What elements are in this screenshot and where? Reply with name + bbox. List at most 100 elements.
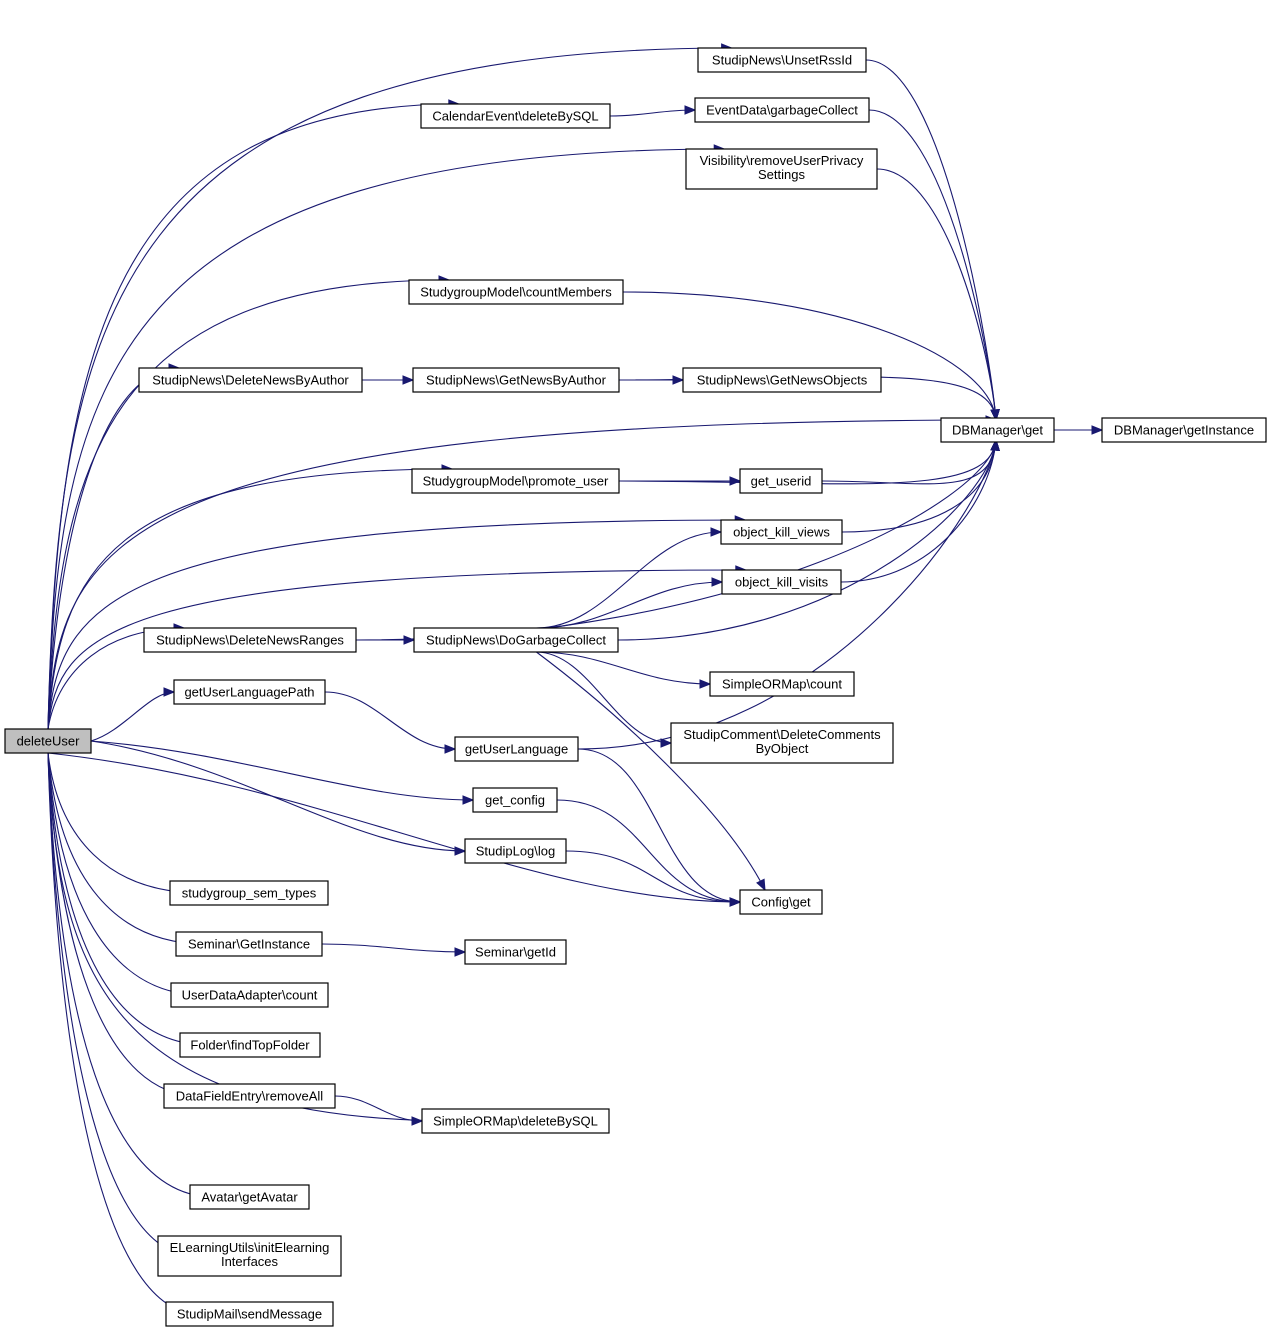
node-promote-user[interactable]: StudygroupModel\promote_user: [411, 468, 620, 494]
node-calendar-delete-by-sql[interactable]: CalendarEvent\deleteBySQL: [420, 103, 611, 129]
node-studip-mail-send[interactable]: StudipMail\sendMessage: [165, 1301, 334, 1327]
edge-delete-user-to-studip-mail-send: [47, 752, 201, 1319]
arrowhead-icon: [756, 878, 766, 892]
arrowhead-icon: [402, 375, 415, 385]
node-object-kill-views[interactable]: object_kill_views: [720, 519, 843, 545]
node-studygroup-sem-types[interactable]: studygroup_sem_types: [169, 880, 329, 906]
node-label: StudygroupModel\countMembers: [420, 285, 612, 300]
node-label: getUserLanguagePath: [184, 685, 314, 700]
node-delete-news-by-author[interactable]: StudipNews\DeleteNewsByAuthor: [138, 367, 363, 393]
edge-object-kill-visits-to-db-manager-get: [840, 438, 1000, 583]
edge-do-garbage-collect-to-config-get: [536, 651, 766, 892]
node-get-userid[interactable]: get_userid: [739, 468, 823, 494]
edge-delete-user-to-config-get: [47, 752, 742, 907]
edge-calendar-delete-by-sql-to-event-data-gc: [609, 105, 697, 117]
edge-do-garbage-collect-to-simple-orm-count: [536, 651, 712, 689]
node-get-news-objects[interactable]: StudipNews\GetNewsObjects: [682, 367, 882, 393]
edge-delete-user-to-get-config: [90, 740, 475, 805]
node-studip-log-log[interactable]: StudipLog\log: [464, 838, 567, 864]
node-user-data-adapter-count[interactable]: UserDataAdapter\count: [170, 982, 329, 1008]
arrowhead-icon: [454, 947, 467, 957]
node-label: SimpleORMap\deleteBySQL: [433, 1114, 598, 1129]
node-label: StudygroupModel\promote_user: [423, 474, 609, 489]
arrowhead-icon: [729, 476, 742, 486]
arrowhead-icon: [411, 1116, 424, 1126]
node-count-members[interactable]: StudygroupModel\countMembers: [408, 279, 624, 305]
node-label: Visibility\removeUserPrivacy: [700, 153, 864, 168]
node-get-news-by-author[interactable]: StudipNews\GetNewsByAuthor: [412, 367, 620, 393]
node-label: DBManager\get: [952, 423, 1043, 438]
arrowhead-icon: [711, 577, 724, 587]
node-simple-orm-delete-by-sql[interactable]: SimpleORMap\deleteBySQL: [421, 1108, 610, 1134]
edge-delete-user-to-delete-news-by-author: [47, 363, 181, 730]
edge-delete-user-to-get-user-language-path: [90, 687, 176, 742]
node-label: StudipNews\DoGarbageCollect: [426, 633, 606, 648]
node-label: get_userid: [751, 474, 812, 489]
arrowhead-icon: [990, 438, 1000, 451]
node-get-user-language-path[interactable]: getUserLanguagePath: [173, 679, 326, 705]
node-seminar-get-id[interactable]: Seminar\getId: [464, 939, 567, 965]
node-label: StudipMail\sendMessage: [177, 1307, 322, 1322]
node-db-manager-get[interactable]: DBManager\get: [940, 417, 1055, 443]
node-event-data-gc[interactable]: EventData\garbageCollect: [694, 97, 870, 123]
node-label: Seminar\getId: [475, 945, 556, 960]
node-label: StudipNews\DeleteNewsRanges: [156, 633, 344, 648]
edge-get-user-language-path-to-get-user-language: [324, 691, 457, 754]
edge-count-members-to-db-manager-get: [622, 291, 1000, 422]
edge-get-user-language-to-config-get: [577, 748, 742, 907]
edge-promote-user-to-get-userid: [619, 476, 742, 486]
node-object-kill-visits[interactable]: object_kill_visits: [721, 569, 842, 595]
node-label: Seminar\GetInstance: [188, 937, 310, 952]
edge-remove-user-privacy-to-db-manager-get: [876, 168, 1000, 422]
node-label: StudipComment\DeleteComments: [683, 727, 881, 742]
node-label: StudipNews\GetNewsObjects: [697, 373, 868, 388]
edge-data-field-entry-remove-all-to-simple-orm-delete-by-sql: [334, 1095, 424, 1126]
node-label: StudipNews\GetNewsByAuthor: [426, 373, 607, 388]
edge-do-garbage-collect-to-object-kill-views: [536, 527, 723, 629]
node-delete-user[interactable]: deleteUser: [4, 728, 92, 754]
node-seminar-get-instance[interactable]: Seminar\GetInstance: [175, 931, 323, 957]
node-label: EventData\garbageCollect: [706, 103, 858, 118]
edge-get-config-to-config-get: [556, 799, 742, 907]
node-avatar-get-avatar[interactable]: Avatar\getAvatar: [189, 1184, 310, 1210]
edge-delete-user-to-studygroup-sem-types: [47, 752, 203, 898]
arrowhead-icon: [699, 679, 712, 689]
node-label: SimpleORMap\count: [722, 677, 842, 692]
arrowhead-icon: [163, 687, 176, 697]
edge-do-garbage-collect-to-delete-comments-by-object: [536, 651, 673, 748]
node-simple-orm-count[interactable]: SimpleORMap\count: [709, 671, 855, 697]
node-delete-news-ranges[interactable]: StudipNews\DeleteNewsRanges: [143, 627, 357, 653]
node-label: ELearningUtils\initElearning: [170, 1240, 330, 1255]
node-db-manager-get-instance[interactable]: DBManager\getInstance: [1101, 417, 1267, 443]
node-label: Config\get: [751, 895, 811, 910]
node-label: deleteUser: [17, 734, 81, 749]
edge-seminar-get-instance-to-seminar-get-id: [321, 943, 467, 957]
node-get-user-language[interactable]: getUserLanguage: [454, 736, 579, 762]
node-folder-find-top-folder[interactable]: Folder\findTopFolder: [179, 1032, 321, 1058]
node-label: DBManager\getInstance: [1114, 423, 1254, 438]
node-do-garbage-collect[interactable]: StudipNews\DoGarbageCollect: [413, 627, 619, 653]
arrowhead-icon: [660, 738, 673, 748]
node-unset-rss-id[interactable]: StudipNews\UnsetRssId: [697, 47, 867, 73]
edge-do-garbage-collect-to-object-kill-visits: [536, 577, 724, 629]
arrowhead-icon: [729, 897, 742, 907]
edge-delete-user-to-count-members: [47, 275, 451, 730]
node-label: DataFieldEntry\removeAll: [176, 1089, 323, 1104]
edge-delete-user-to-data-field-entry-remove-all: [47, 752, 200, 1101]
arrowhead-icon: [684, 105, 697, 115]
arrowhead-icon: [444, 744, 457, 754]
node-label: StudipNews\UnsetRssId: [712, 53, 852, 68]
node-label: StudipNews\DeleteNewsByAuthor: [152, 373, 349, 388]
node-label: Avatar\getAvatar: [201, 1190, 298, 1205]
node-get-config[interactable]: get_config: [472, 787, 558, 813]
node-config-get[interactable]: Config\get: [739, 889, 823, 915]
node-label: studygroup_sem_types: [182, 886, 317, 901]
node-label: ByObject: [756, 741, 809, 756]
node-label: CalendarEvent\deleteBySQL: [432, 109, 598, 124]
edge-delete-user-to-avatar-get-avatar: [47, 752, 216, 1202]
node-label: Settings: [758, 167, 805, 182]
node-data-field-entry-remove-all[interactable]: DataFieldEntry\removeAll: [163, 1083, 336, 1109]
